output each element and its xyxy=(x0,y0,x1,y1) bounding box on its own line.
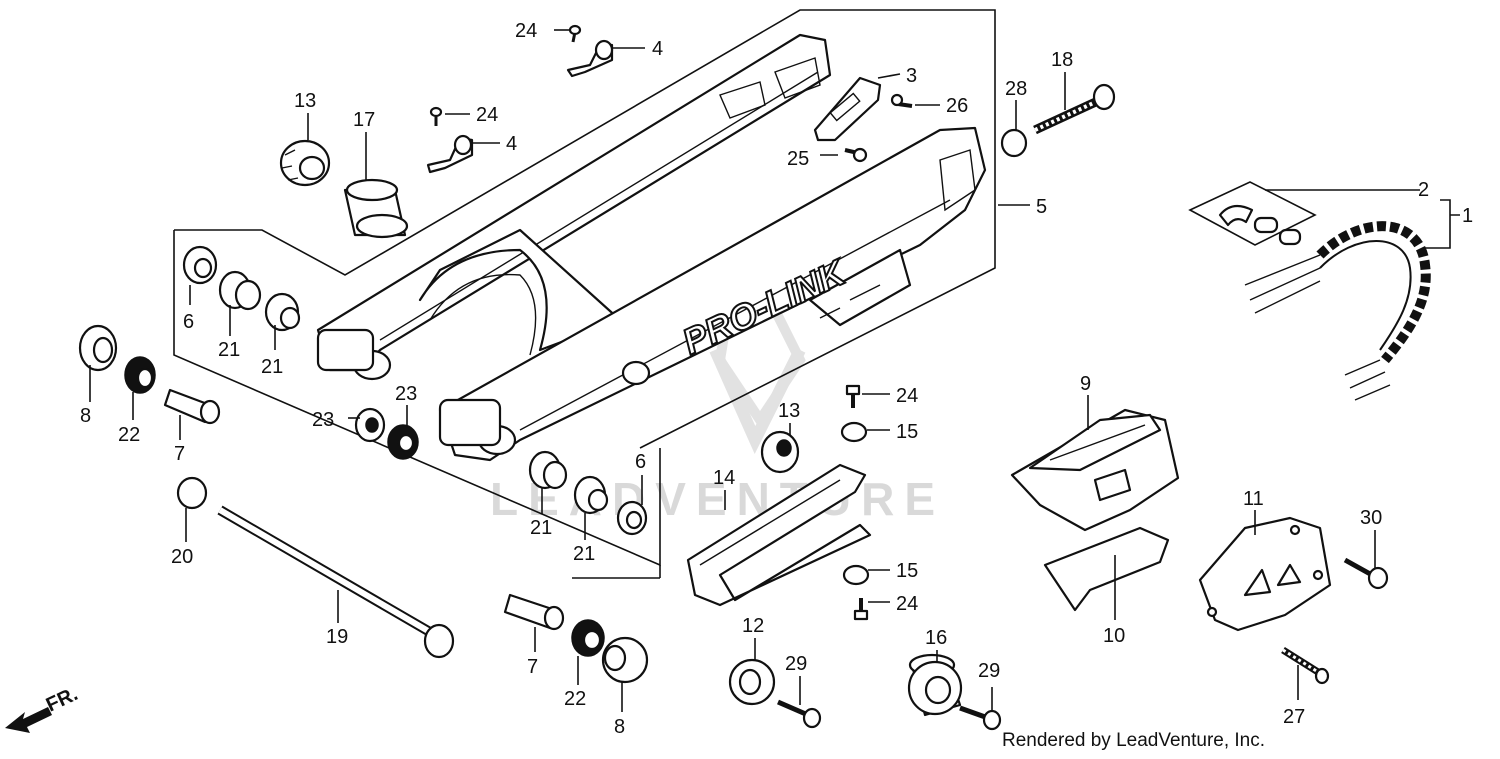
bolt-18 xyxy=(1033,83,1116,135)
collar-7b xyxy=(503,593,565,631)
callout-23-a: 23 xyxy=(312,409,334,431)
chain-puller-lower xyxy=(426,134,474,174)
chain-adjuster-plate xyxy=(813,76,882,142)
swingarm-assembly-frame xyxy=(173,9,996,579)
callout-14: 14 xyxy=(713,467,735,489)
bolt-26 xyxy=(890,93,913,108)
seal-23b xyxy=(387,424,419,460)
callout-28: 28 xyxy=(1005,78,1027,100)
callout-4-upper: 4 xyxy=(652,38,663,60)
collar-15a xyxy=(840,421,868,443)
drive-chain xyxy=(1244,221,1431,401)
chain-guide xyxy=(1010,408,1180,532)
leader-lines xyxy=(89,29,1460,712)
front-direction-arrow-icon: FR. xyxy=(5,683,81,733)
bearing-left-6 xyxy=(182,245,218,285)
callout-17: 17 xyxy=(353,109,375,131)
bearing-right-6 xyxy=(616,500,648,536)
dust-seal-8a xyxy=(78,324,118,372)
bushing-21a xyxy=(218,270,262,311)
callout-26: 26 xyxy=(946,95,968,117)
callout-21-a: 21 xyxy=(218,339,240,361)
callout-9: 9 xyxy=(1080,373,1091,395)
collar-7a xyxy=(163,388,221,425)
seal-23a xyxy=(354,407,386,443)
callout-23-b: 23 xyxy=(395,383,417,405)
swingarm-body: PRO-LINK xyxy=(316,33,987,462)
bolt-30 xyxy=(1343,557,1389,590)
callout-10: 10 xyxy=(1103,625,1125,647)
chain-guide-slider xyxy=(1043,526,1170,612)
callout-29-b: 29 xyxy=(978,660,1000,682)
chain-guide-plate xyxy=(1198,516,1332,632)
chain-puller-upper xyxy=(566,39,614,78)
roller-12 xyxy=(728,658,776,706)
callout-13-upper: 13 xyxy=(294,90,316,112)
nut-28 xyxy=(1000,128,1028,158)
bolt-27 xyxy=(1281,647,1330,685)
callout-24-b: 24 xyxy=(476,104,498,126)
callout-18: 18 xyxy=(1051,49,1073,71)
callout-24-a: 24 xyxy=(515,20,537,42)
callout-27: 27 xyxy=(1283,706,1305,728)
screw-24c xyxy=(845,384,861,408)
callout-11: 11 xyxy=(1243,488,1264,510)
callout-21-b: 21 xyxy=(261,356,283,378)
callout-20: 20 xyxy=(171,546,193,568)
callout-15-lower: 15 xyxy=(896,560,918,582)
callout-numbers: 1 2 3 4 4 5 6 6 7 7 8 8 9 10 11 12 13 13… xyxy=(80,20,1473,738)
callout-22-left: 22 xyxy=(118,424,140,446)
dust-seal-upper xyxy=(279,139,331,187)
credit-text: Rendered by LeadVenture, Inc. xyxy=(1002,730,1266,751)
needle-bearing-22b xyxy=(571,619,605,657)
callout-24-c: 24 xyxy=(896,385,918,407)
bushing-21d xyxy=(573,475,609,515)
callout-1: 1 xyxy=(1462,205,1473,227)
callout-12: 12 xyxy=(742,615,764,637)
chain-master-link xyxy=(1188,181,1317,246)
callout-24-d: 24 xyxy=(896,593,918,615)
callout-19: 19 xyxy=(326,626,348,648)
nut-20 xyxy=(176,476,208,510)
callout-7-left: 7 xyxy=(174,443,185,465)
callout-21-c: 21 xyxy=(530,517,552,539)
callout-30: 30 xyxy=(1360,507,1382,529)
screw-24a xyxy=(568,24,582,43)
callout-8-left: 8 xyxy=(80,405,91,427)
chain-slider xyxy=(686,463,872,607)
callout-6-right: 6 xyxy=(635,451,646,473)
callout-15-upper: 15 xyxy=(896,421,918,443)
pivot-collar xyxy=(343,178,409,239)
needle-bearing-22a xyxy=(124,356,156,394)
dust-seal-8b xyxy=(601,636,649,684)
bolt-25 xyxy=(844,147,868,163)
callout-16: 16 xyxy=(925,627,947,649)
callout-2: 2 xyxy=(1418,179,1429,201)
bushing-21c xyxy=(528,450,568,490)
pivot-bolt-19 xyxy=(217,505,455,659)
callout-22-right: 22 xyxy=(564,688,586,710)
bushing-21b xyxy=(264,292,301,332)
callout-6-left: 6 xyxy=(183,311,194,333)
callout-21-d: 21 xyxy=(573,543,595,565)
callout-13-lower: 13 xyxy=(778,400,800,422)
callout-8-right: 8 xyxy=(614,716,625,738)
screw-24b xyxy=(429,106,443,126)
roller-16 xyxy=(907,653,963,717)
callout-7-right: 7 xyxy=(527,656,538,678)
bolt-29b xyxy=(959,705,1002,731)
callout-29-a: 29 xyxy=(785,653,807,675)
callout-4-lower: 4 xyxy=(506,133,517,155)
callout-3: 3 xyxy=(906,65,917,87)
collar-15b xyxy=(842,564,870,586)
bolt-29a xyxy=(777,699,822,729)
seal-13b xyxy=(760,430,800,474)
screw-24d xyxy=(853,598,869,621)
callout-25: 25 xyxy=(787,148,809,170)
callout-5: 5 xyxy=(1036,196,1047,218)
